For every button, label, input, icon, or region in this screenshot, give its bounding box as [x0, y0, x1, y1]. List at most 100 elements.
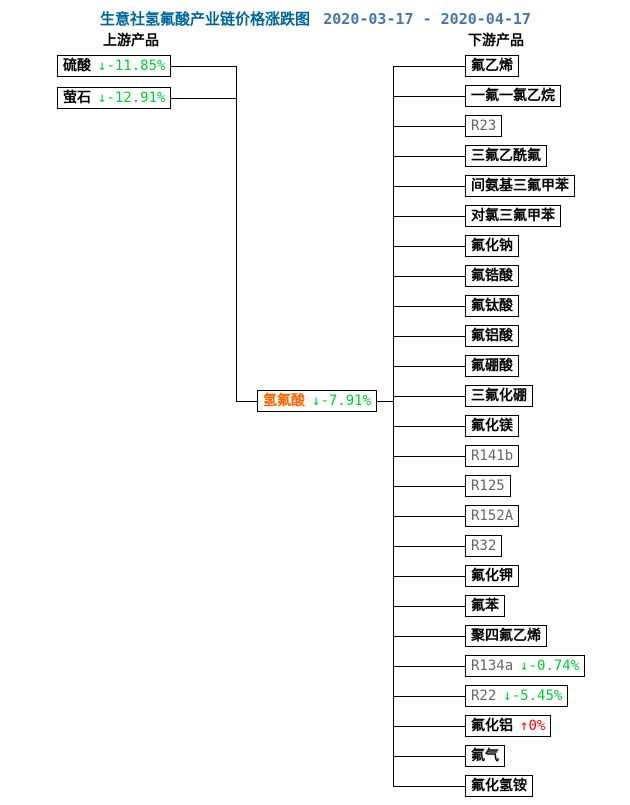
downstream-node[interactable]: 间氨基三氟甲苯: [465, 175, 575, 197]
price-change: ↓-5.45%: [503, 686, 562, 706]
downstream-node[interactable]: 氟化氢铵: [465, 775, 533, 797]
product-name: 三氟化硼: [471, 388, 527, 404]
down-arrow-icon: ↓: [98, 90, 107, 106]
downstream-node[interactable]: 氟化钠: [465, 235, 519, 257]
product-name: 氟乙烯: [471, 58, 513, 74]
product-name: 间氨基三氟甲苯: [471, 178, 569, 194]
upstream-node[interactable]: 硫酸 ↓-11.85%: [57, 55, 172, 77]
downstream-connector-line: [393, 306, 470, 307]
downstream-node[interactable]: 氟化钾: [465, 565, 519, 587]
upstream-node[interactable]: 萤石 ↓-12.91%: [57, 87, 172, 109]
price-change: ↑0%: [520, 716, 545, 736]
downstream-node[interactable]: R23: [465, 115, 503, 137]
downstream-connector-line: [393, 636, 470, 637]
downstream-connector-line: [393, 186, 470, 187]
downstream-node[interactable]: R22 ↓-5.45%: [465, 685, 569, 707]
downstream-connector-line: [393, 576, 470, 577]
change-percent: -7.91%: [320, 393, 372, 409]
product-name: R23: [471, 118, 497, 134]
price-change: ↓-7.91%: [312, 391, 371, 411]
downstream-connector-line: [393, 66, 470, 67]
price-change: ↓-11.85%: [98, 56, 165, 76]
title-date-range: 2020-03-17 - 2020-04-17: [323, 10, 531, 28]
downstream-connector-line: [393, 756, 470, 757]
downstream-connector-line: [393, 156, 470, 157]
downstream-connector-line: [393, 666, 470, 667]
downstream-node[interactable]: 一氟一氯乙烷: [465, 85, 561, 107]
downstream-connector-line: [393, 96, 470, 97]
center-node[interactable]: 氢氟酸 ↓-7.91%: [257, 390, 378, 412]
product-name: 氟硼酸: [471, 358, 513, 374]
downstream-connector-line: [393, 126, 470, 127]
product-name: 氟锆酸: [471, 268, 513, 284]
downstream-connector-line: [393, 276, 470, 277]
downstream-node[interactable]: 三氟化硼: [465, 385, 533, 407]
downstream-connector-line: [393, 606, 470, 607]
downstream-node[interactable]: R141b: [465, 445, 520, 467]
product-name: 对氯三氟甲苯: [471, 208, 555, 224]
downstream-node[interactable]: 三氟乙酰氟: [465, 145, 547, 167]
product-name: 三氟乙酰氟: [471, 148, 541, 164]
downstream-node[interactable]: R152A: [465, 505, 520, 527]
change-percent: -12.91%: [106, 90, 166, 106]
downstream-connector-line: [393, 546, 470, 547]
change-percent: -11.85%: [106, 58, 166, 74]
upstream-trunk-line: [236, 66, 237, 402]
downstream-connector-line: [393, 366, 470, 367]
product-name: 氟铝酸: [471, 328, 513, 344]
downstream-node[interactable]: R32: [465, 535, 503, 557]
downstream-connector-line: [393, 486, 470, 487]
product-name: R134a: [471, 658, 514, 674]
downstream-node[interactable]: 氟化铝 ↑0%: [465, 715, 552, 737]
down-arrow-icon: ↓: [98, 58, 107, 74]
product-name: 氟化氢铵: [471, 778, 527, 794]
product-name: 氟化铝: [471, 718, 513, 734]
downstream-connector-line: [393, 456, 470, 457]
product-name: R125: [471, 478, 505, 494]
product-name: 氟化钠: [471, 238, 513, 254]
product-name: R22: [471, 688, 497, 704]
downstream-node[interactable]: 氟铝酸: [465, 325, 519, 347]
product-name: R152A: [471, 508, 514, 524]
downstream-node[interactable]: 氟钛酸: [465, 295, 519, 317]
down-arrow-icon: ↓: [520, 658, 529, 674]
downstream-node[interactable]: 聚四氟乙烯: [465, 625, 547, 647]
change-percent: -0.74%: [528, 658, 580, 674]
downstream-connector-line: [393, 216, 470, 217]
product-name: 氟气: [471, 748, 499, 764]
product-name: R141b: [471, 448, 514, 464]
price-change: ↓-0.74%: [520, 656, 579, 676]
product-name: 氢氟酸: [263, 393, 305, 409]
downstream-node[interactable]: R134a ↓-0.74%: [465, 655, 586, 677]
product-name: 氟苯: [471, 598, 499, 614]
downstream-node[interactable]: R125: [465, 475, 511, 497]
downstream-node[interactable]: 氟化镁: [465, 415, 519, 437]
downstream-node[interactable]: 氟锆酸: [465, 265, 519, 287]
upstream-column-header: 上游产品: [103, 33, 159, 49]
price-change: ↓-12.91%: [98, 88, 165, 108]
up-arrow-icon: ↑: [520, 718, 529, 734]
downstream-connector-line: [393, 336, 470, 337]
downstream-connector-line: [393, 516, 470, 517]
product-name: 硫酸: [63, 58, 91, 74]
downstream-column-header: 下游产品: [468, 33, 524, 49]
downstream-node[interactable]: 氟硼酸: [465, 355, 519, 377]
downstream-node[interactable]: 对氯三氟甲苯: [465, 205, 561, 227]
product-name: 聚四氟乙烯: [471, 628, 541, 644]
downstream-connector-line: [393, 396, 470, 397]
downstream-connector-line: [393, 696, 470, 697]
product-name: 一氟一氯乙烷: [471, 88, 555, 104]
downstream-connector-line: [393, 246, 470, 247]
page-title: 生意社氢氟酸产业链价格涨跌图 2020-03-17 - 2020-04-17: [100, 8, 531, 29]
product-name: 萤石: [63, 90, 91, 106]
downstream-node[interactable]: 氟气: [465, 745, 505, 767]
product-name: 氟化镁: [471, 418, 513, 434]
downstream-connector-line: [393, 786, 470, 787]
product-name: 氟化钾: [471, 568, 513, 584]
downstream-node[interactable]: 氟乙烯: [465, 55, 519, 77]
downstream-connector-line: [393, 426, 470, 427]
title-text: 生意社氢氟酸产业链价格涨跌图: [100, 10, 311, 28]
down-arrow-icon: ↓: [312, 393, 321, 409]
downstream-node[interactable]: 氟苯: [465, 595, 505, 617]
